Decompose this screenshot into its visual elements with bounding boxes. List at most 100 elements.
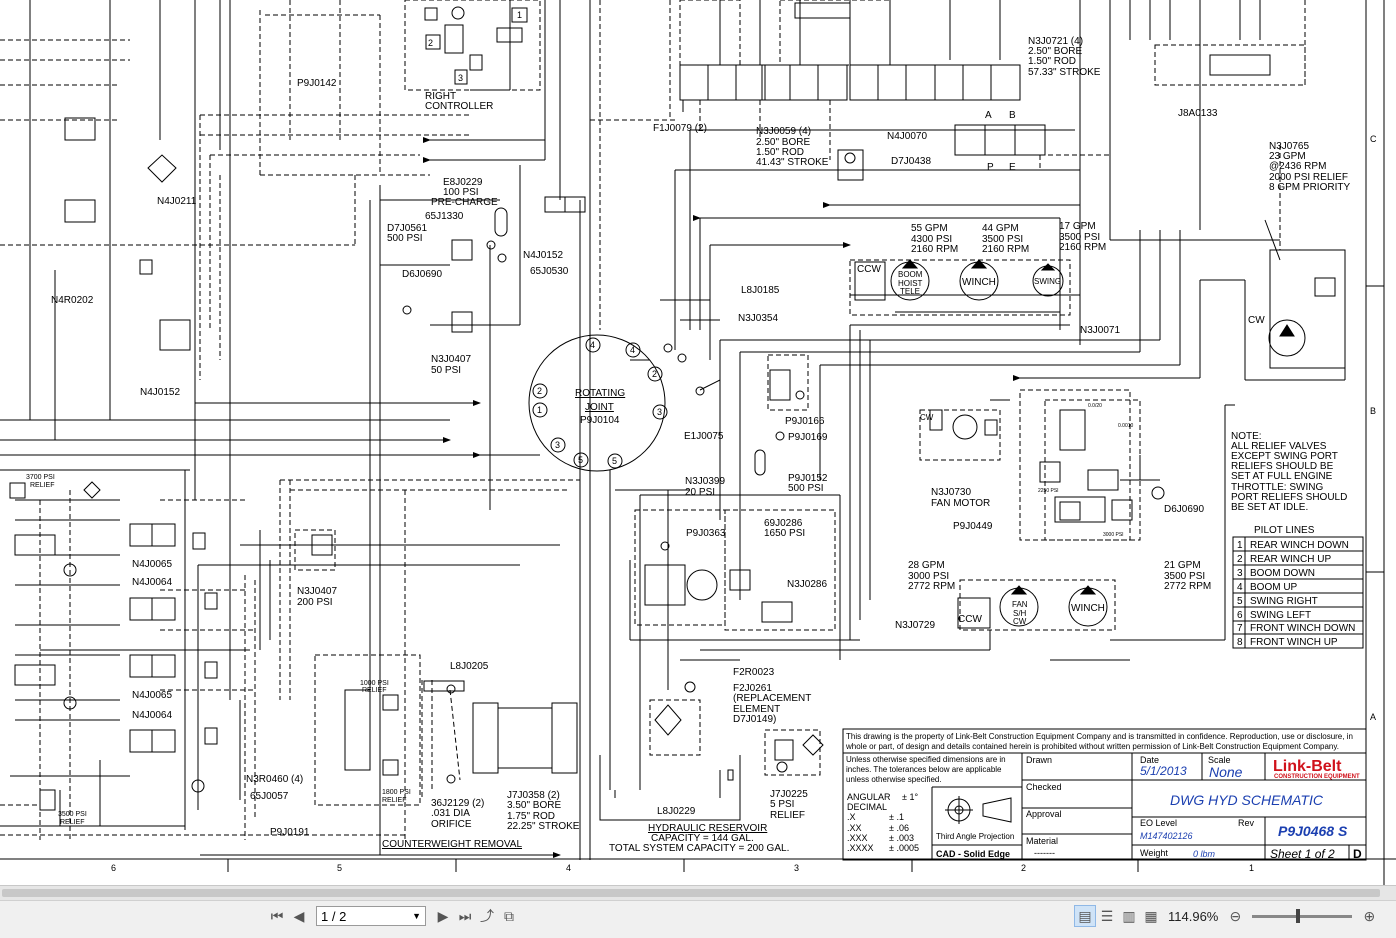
label-f2j0261-repl: (REPLACEMENT — [733, 693, 811, 704]
two-page-view-icon[interactable]: ▥ — [1122, 907, 1136, 924]
label-right-controller-2: CONTROLLER — [425, 101, 493, 112]
label-36j2129-orifice: ORIFICE — [431, 819, 472, 830]
zone-col-2: 2 — [1021, 863, 1026, 873]
label-valve-1: 1 — [517, 10, 522, 20]
first-page-icon[interactable]: ⏮ — [270, 907, 284, 924]
previous-page-icon[interactable]: ◀ — [293, 907, 305, 924]
zoom-slider[interactable] — [1252, 908, 1353, 923]
label-l8j0229: L8J0229 — [657, 806, 696, 817]
pilot-num-4: 4 — [1237, 582, 1243, 593]
pilot-label-6: SWING LEFT — [1250, 610, 1311, 621]
label-1800psi: 1800 PSI — [382, 789, 411, 796]
continuous-view-icon[interactable]: ☰ — [1100, 907, 1114, 924]
joint-port-2a: 2 — [537, 386, 542, 396]
zone-row-a: A — [1370, 712, 1376, 722]
joint-port-5a: 5 — [578, 455, 583, 465]
label-pump-swing-gpm: 17 GPM — [1059, 221, 1096, 232]
label-pump-boom-gpm: 55 GPM — [911, 223, 948, 234]
label-pump-winch-rpm: 2160 RPM — [982, 244, 1029, 255]
label-joint: JOINT — [585, 402, 614, 413]
label-hydraulic-reservoir: HYDRAULIC RESERVOIR — [648, 823, 767, 834]
label-j7j0358-rod: 1.75" ROD — [507, 811, 555, 822]
label-n3j0407-a: N3J0407 — [431, 354, 471, 365]
joint-port-5b: 5 — [612, 456, 617, 466]
rotate-page-icon[interactable]: ⤴ — [480, 908, 494, 924]
note-line-5: SET AT FULL ENGINE — [1231, 471, 1333, 482]
label-j7j0225: J7J0225 — [770, 789, 808, 800]
tolerance-note-3: unless otherwise specified. — [846, 775, 942, 784]
date-label: Date — [1140, 755, 1159, 765]
single-page-view-icon[interactable]: ▤ — [1074, 905, 1096, 927]
label-n3j0721-stroke: 57.33" STROKE — [1028, 67, 1101, 78]
label-36j2129-dia: .031 DIA — [431, 808, 470, 819]
zoom-in-icon[interactable]: ⊕ — [1363, 907, 1376, 924]
label-n3j0765-relief: 2000 PSI RELIEF — [1269, 172, 1348, 183]
horizontal-scrollbar[interactable] — [0, 886, 1396, 901]
label-n4j0064-a: N4J0064 — [132, 577, 172, 588]
label-n3j0059-rod: 1.50" ROD — [756, 147, 804, 158]
note-line-4: RELIEFS SHOULD BE — [1231, 461, 1334, 472]
label-p9j0191: P9J0191 — [270, 827, 310, 838]
label-winch-a: WINCH — [962, 277, 996, 288]
scrollbar-thumb[interactable] — [2, 889, 1380, 897]
next-page-icon[interactable]: ▶ — [437, 907, 449, 924]
cad-label: CAD - Solid Edge — [936, 849, 1010, 859]
label-fan: FAN — [1012, 600, 1028, 609]
tolerance-note-2: inches. The tolerances below are applica… — [846, 765, 1002, 774]
label-p9j0152-psi: 500 PSI — [788, 483, 824, 494]
chevron-down-icon: ▼ — [412, 911, 421, 921]
hydraulic-schematic: P9J0142 RIGHT CONTROLLER N4J0211 N4R0202… — [0, 0, 1396, 885]
label-fan-cw: CW — [1013, 617, 1027, 626]
title-block: This drawing is the property of Link-Bel… — [842, 728, 1367, 861]
page-selector[interactable]: 1 / 2 ▼ — [316, 906, 426, 926]
label-n3j0354: N3J0354 — [738, 313, 778, 324]
label-3700-relief: RELIEF — [30, 482, 55, 489]
zone-col-3: 3 — [794, 863, 799, 873]
pilot-num-8: 8 — [1237, 637, 1243, 648]
note-line-8: BE SET AT IDLE. — [1231, 502, 1308, 513]
label-pump-fan-psi: 3000 PSI — [908, 571, 949, 582]
link-belt-logo: Link-Belt — [1273, 758, 1342, 775]
label-p9j0166: P9J0166 — [785, 416, 825, 427]
label-pump-winch2-gpm: 21 GPM — [1164, 560, 1201, 571]
label-3000psi: 3000 PSI — [1103, 532, 1124, 538]
label-3500-relief: RELIEF — [60, 819, 85, 826]
label-n3j0407-b-psi: 200 PSI — [297, 597, 333, 608]
label-d6j0690-b: D6J0690 — [1164, 504, 1204, 515]
pilot-num-7: 7 — [1237, 623, 1243, 634]
label-rotating: ROTATING — [575, 388, 625, 399]
pilot-lines-table: PILOT LINES 1 REAR WINCH DOWN 2 REAR WIN… — [1232, 525, 1364, 649]
label-e8j0229-psi: 100 PSI — [443, 187, 479, 198]
label-n3j0399-psi: 20 PSI — [685, 487, 715, 498]
zone-row-c: C — [1370, 134, 1377, 144]
label-pump-swing-psi: 3500 PSI — [1059, 232, 1100, 243]
label-ccw-a: CCW — [857, 264, 881, 275]
label-n3r0460: N3R0460 (4) — [246, 774, 303, 785]
label-d7j0561: D7J0561 — [387, 223, 427, 234]
label-n3j0765-rpm: @2436 RPM — [1269, 161, 1326, 172]
pilot-label-7: FRONT WINCH DOWN — [1250, 623, 1355, 634]
drawn-label: Drawn — [1026, 755, 1052, 765]
note-line-3: EXCEPT SWING PORT — [1231, 451, 1338, 462]
label-p9j0142: P9J0142 — [297, 78, 337, 89]
label-pump-winch2-rpm: 2772 RPM — [1164, 581, 1211, 592]
two-page-continuous-icon[interactable]: ▦ — [1144, 907, 1158, 924]
copy-page-icon[interactable]: ⧉ — [504, 907, 514, 924]
joint-port-4b: 4 — [630, 345, 635, 355]
label-69j0286-psi: 1650 PSI — [764, 528, 805, 539]
zoom-slider-handle[interactable] — [1296, 908, 1301, 923]
note-line-2: ALL RELIEF VALVES — [1231, 441, 1327, 452]
label-fan-motor: FAN MOTOR — [931, 498, 990, 509]
label-n3j0071: N3J0071 — [1080, 325, 1120, 336]
label-winch-b: WINCH — [1071, 603, 1105, 614]
label-n4j0065-b: N4J0065 — [132, 690, 172, 701]
third-angle-projection: Third Angle Projection — [936, 832, 1014, 841]
zone-col-6: 6 — [111, 863, 116, 873]
label-tele: TELE — [900, 287, 920, 296]
last-page-icon[interactable]: ⏭ — [458, 907, 472, 924]
eo-level-value: M147402126 — [1140, 831, 1193, 841]
approval-label: Approval — [1026, 809, 1062, 819]
label-n4j0070: N4J0070 — [887, 131, 927, 142]
joint-port-1: 1 — [537, 405, 542, 415]
zoom-out-icon[interactable]: ⊖ — [1229, 907, 1242, 924]
